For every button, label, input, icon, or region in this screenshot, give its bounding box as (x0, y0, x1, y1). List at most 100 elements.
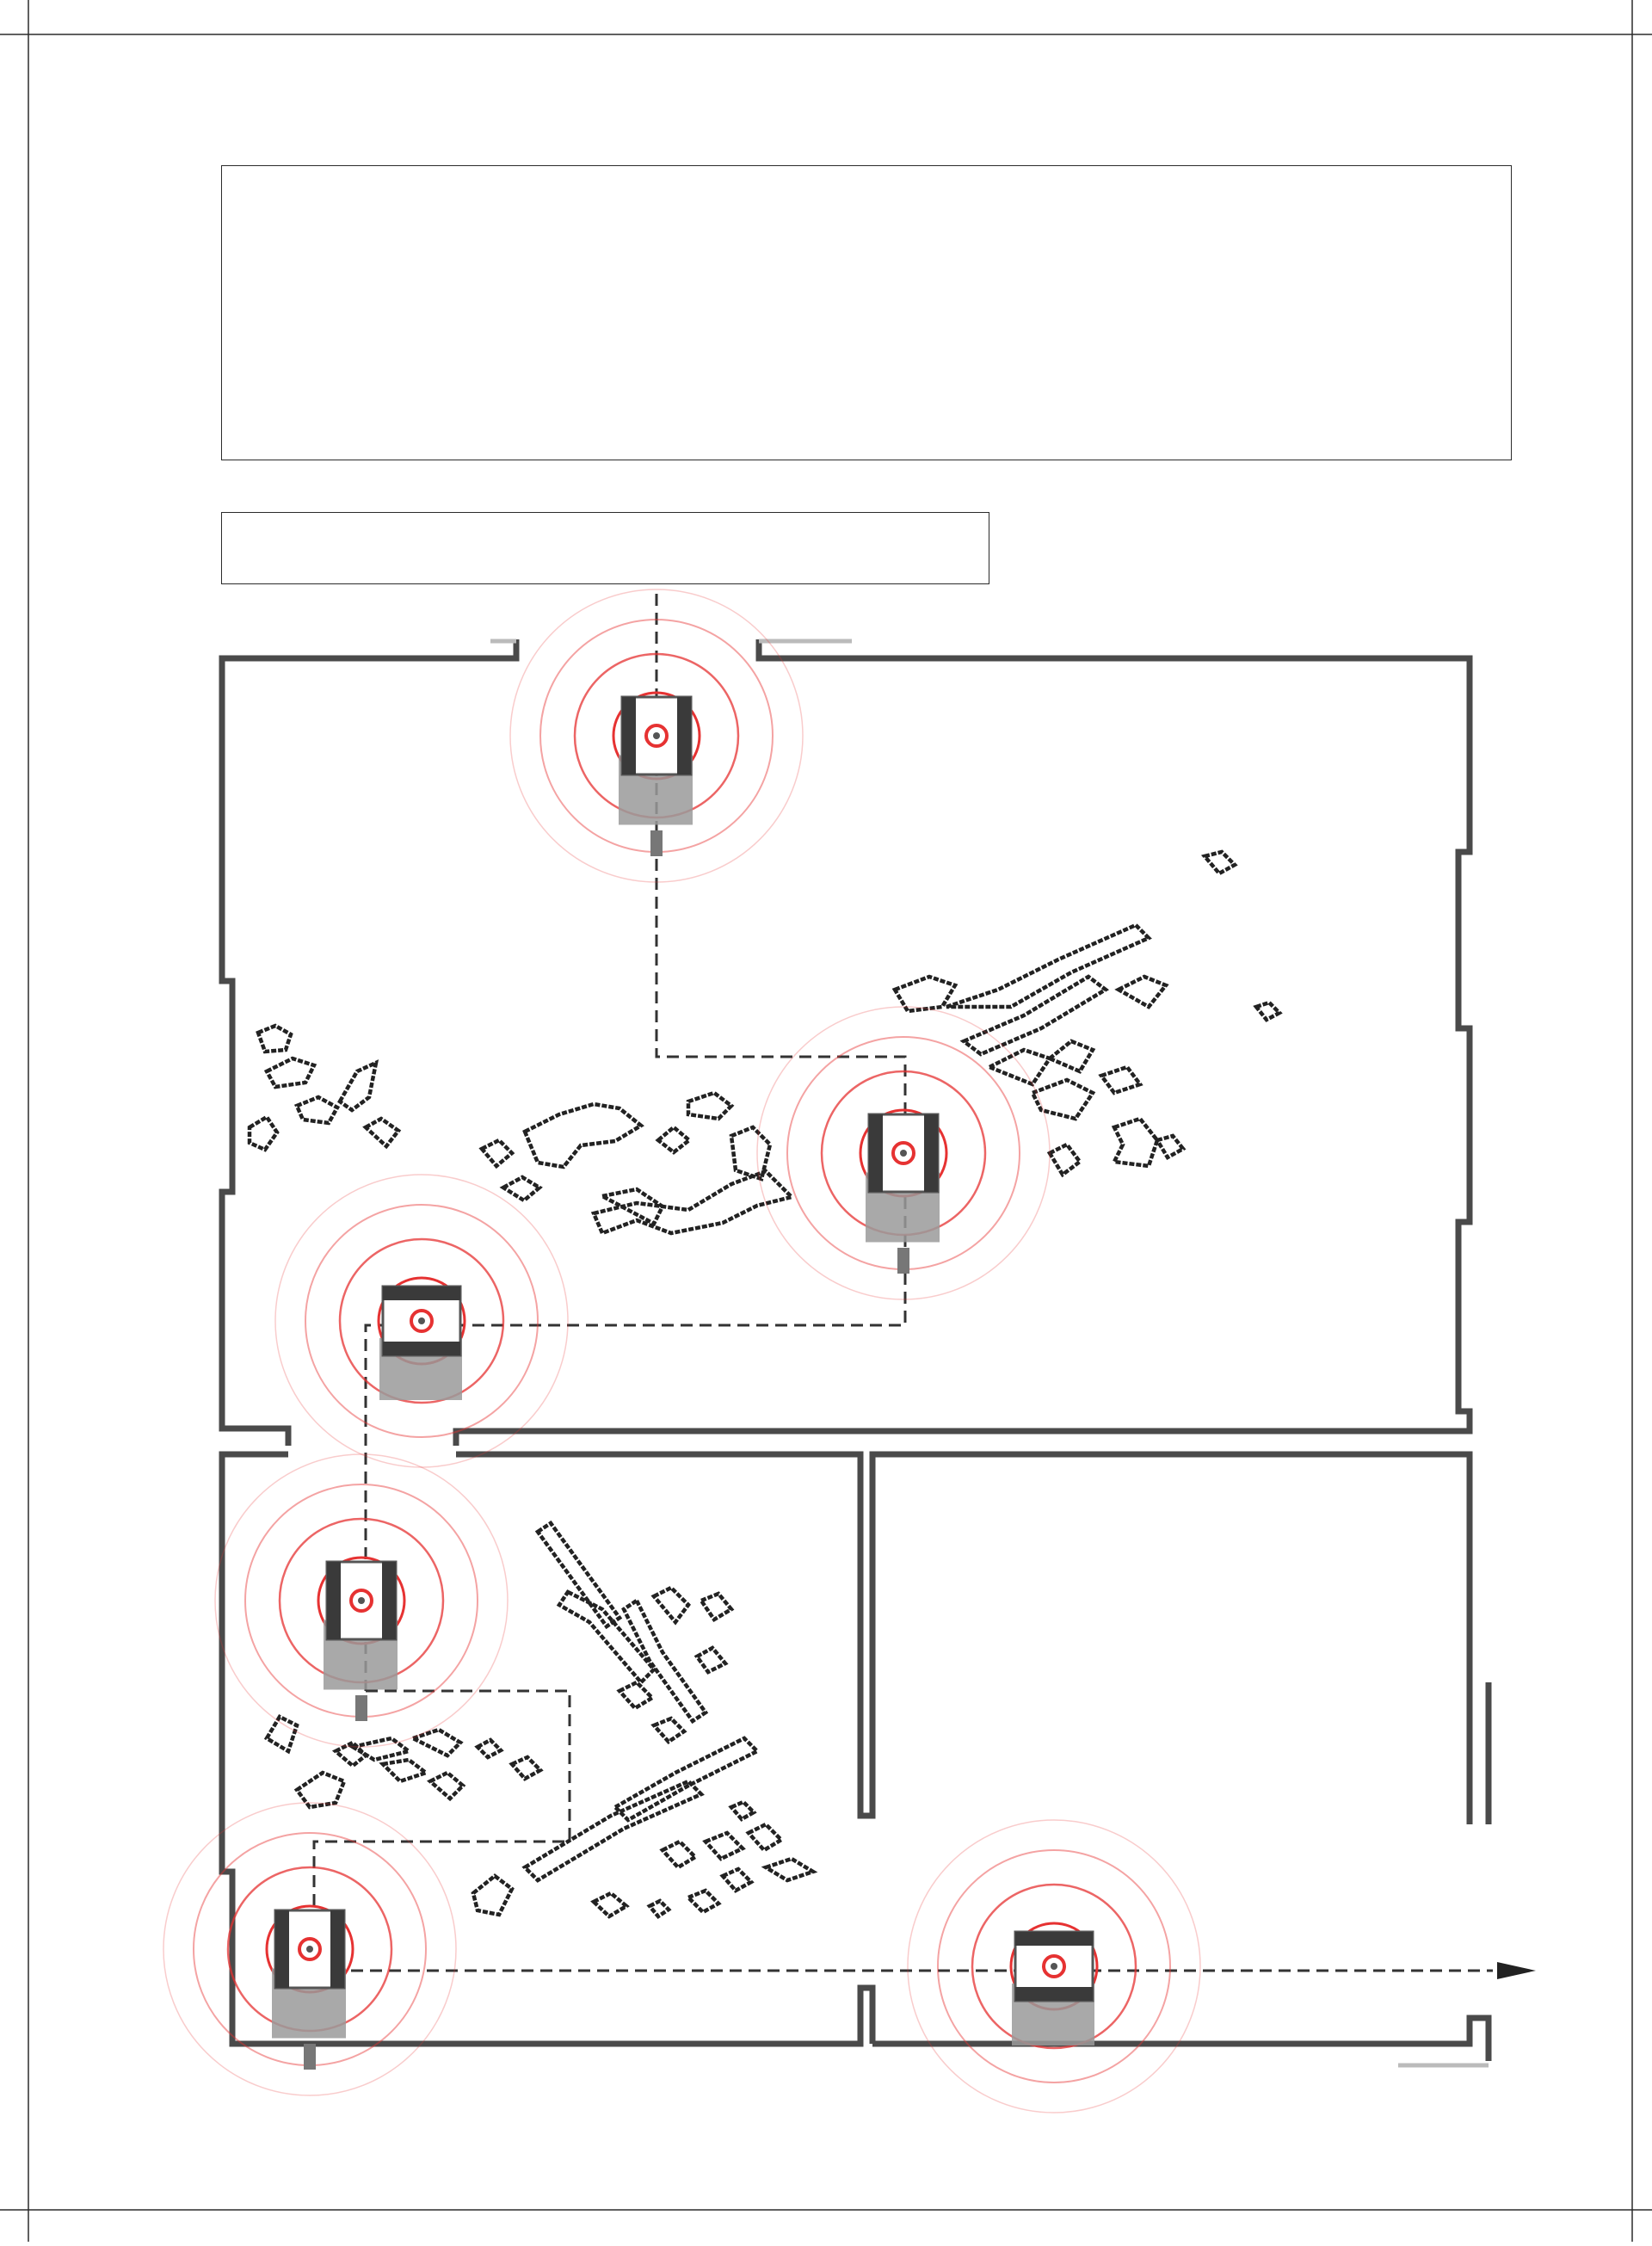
robot-track-left (869, 1114, 883, 1192)
obstacle-35 (650, 1716, 687, 1744)
obstacle-33 (693, 1645, 729, 1675)
signal-ring-2 (305, 1204, 539, 1438)
tracked-robot-icon (324, 1560, 398, 1721)
obstacle-43 (474, 1737, 504, 1760)
robot-track-left (622, 697, 636, 774)
obstacle-2 (263, 1056, 317, 1089)
obstacle-8 (522, 1101, 644, 1169)
robots-layer (163, 589, 1201, 2113)
obstacle-40 (426, 1770, 466, 1802)
obstacle-12 (655, 1125, 693, 1155)
robot-tail (650, 830, 663, 856)
description-box (221, 165, 1512, 460)
wall-top-left (219, 639, 520, 1446)
obstacle-38 (408, 1727, 464, 1758)
robot-track-left (275, 1910, 289, 1988)
robot-track-bottom (1015, 1987, 1093, 2001)
path-segment-2 (312, 1689, 1493, 1972)
robot-center-dot (306, 1946, 313, 1953)
robot-track-right (677, 697, 691, 774)
signal-ring-1 (756, 1006, 1051, 1300)
robot-track-bottom (383, 1342, 460, 1355)
robot-track-top (1015, 1932, 1093, 1946)
obstacle-47 (659, 1839, 699, 1870)
robot-center-dot (900, 1150, 907, 1157)
obstacle-17 (959, 974, 1110, 1057)
obstacle-30 (621, 1597, 709, 1725)
obstacle-24 (1111, 1116, 1160, 1169)
tracked-robot-icon (1012, 1930, 1094, 2045)
robot-track-right (382, 1562, 396, 1639)
robot-path (312, 594, 1493, 1972)
signal-ring-1 (509, 589, 804, 883)
robot-center-marker (644, 724, 669, 748)
arrowhead-icon (1497, 1962, 1536, 1979)
obstacle-49 (745, 1822, 785, 1853)
obstacle-21 (1098, 1064, 1143, 1095)
robot-1 (509, 589, 804, 883)
robot-center-dot (1051, 1963, 1057, 1970)
obstacle-32 (698, 1591, 735, 1623)
obstacle-36 (263, 1714, 299, 1755)
obstacle-45 (612, 1736, 761, 1823)
caption-box (221, 512, 989, 584)
obstacle-56 (728, 1799, 757, 1822)
obstacle-52 (471, 1873, 515, 1917)
obstacle-48 (702, 1830, 746, 1861)
caption-text (222, 513, 989, 540)
obstacle-10 (596, 1187, 665, 1227)
obstacle-14 (729, 1125, 773, 1182)
signal-ring-1 (214, 1453, 509, 1748)
signal-ring-3 (338, 1237, 505, 1404)
robot-track-right (330, 1910, 344, 1988)
tracked-robot-icon (272, 1909, 346, 2070)
wall-top-right (453, 639, 1473, 1446)
wall-divider-upper (456, 1451, 1473, 1824)
obstacle-9 (499, 1175, 543, 1203)
tracked-robot-icon (866, 1113, 940, 1274)
obstacle-15 (891, 974, 959, 1014)
robot-center-dot (358, 1597, 365, 1604)
building-walls (219, 639, 1492, 2061)
obstacle-53 (590, 1891, 630, 1919)
robot-center-dot (653, 732, 660, 739)
obstacle-54 (684, 1888, 722, 1915)
obstacle-44 (509, 1755, 544, 1781)
obstacle-18 (984, 1047, 1053, 1087)
signal-ring-2 (937, 1849, 1171, 2083)
obstacle-6 (362, 1116, 402, 1150)
obstacle-26 (1200, 849, 1238, 876)
signal-ring-1 (907, 1819, 1201, 2113)
tracked-robot-icon (619, 695, 693, 856)
robot-center-marker (1042, 1954, 1066, 1978)
signal-ring-1 (274, 1174, 569, 1468)
path-segment-1 (364, 594, 907, 1691)
obstacle-5 (294, 1095, 341, 1126)
obstacle-20 (1029, 1077, 1096, 1121)
robot-2 (756, 1006, 1051, 1300)
wall-fade-extensions (490, 639, 1489, 2068)
obstacle-28 (534, 1520, 623, 1630)
obstacle-19 (1045, 1039, 1096, 1074)
obstacle-13 (686, 1090, 735, 1121)
obstacle-34 (616, 1680, 656, 1711)
obstacle-22 (1114, 974, 1169, 1009)
robot-6 (907, 1819, 1201, 2113)
robot-center-dot (418, 1317, 425, 1324)
robot-tail (304, 2044, 316, 2070)
robot-track-left (327, 1562, 341, 1639)
obstacle-39 (379, 1757, 430, 1784)
robot-track-right (924, 1114, 938, 1192)
obstacle-42 (331, 1740, 369, 1768)
signal-ring-1 (163, 1802, 457, 2096)
obstacle-41 (293, 1770, 347, 1810)
description-text (222, 166, 1511, 194)
obstacle-7 (478, 1138, 515, 1169)
robot-center-marker (410, 1309, 434, 1333)
obstacle-4 (247, 1114, 280, 1152)
obstacle-3 (337, 1059, 379, 1113)
obstacle-27 (1253, 1000, 1283, 1022)
robot-tail (897, 1248, 909, 1274)
